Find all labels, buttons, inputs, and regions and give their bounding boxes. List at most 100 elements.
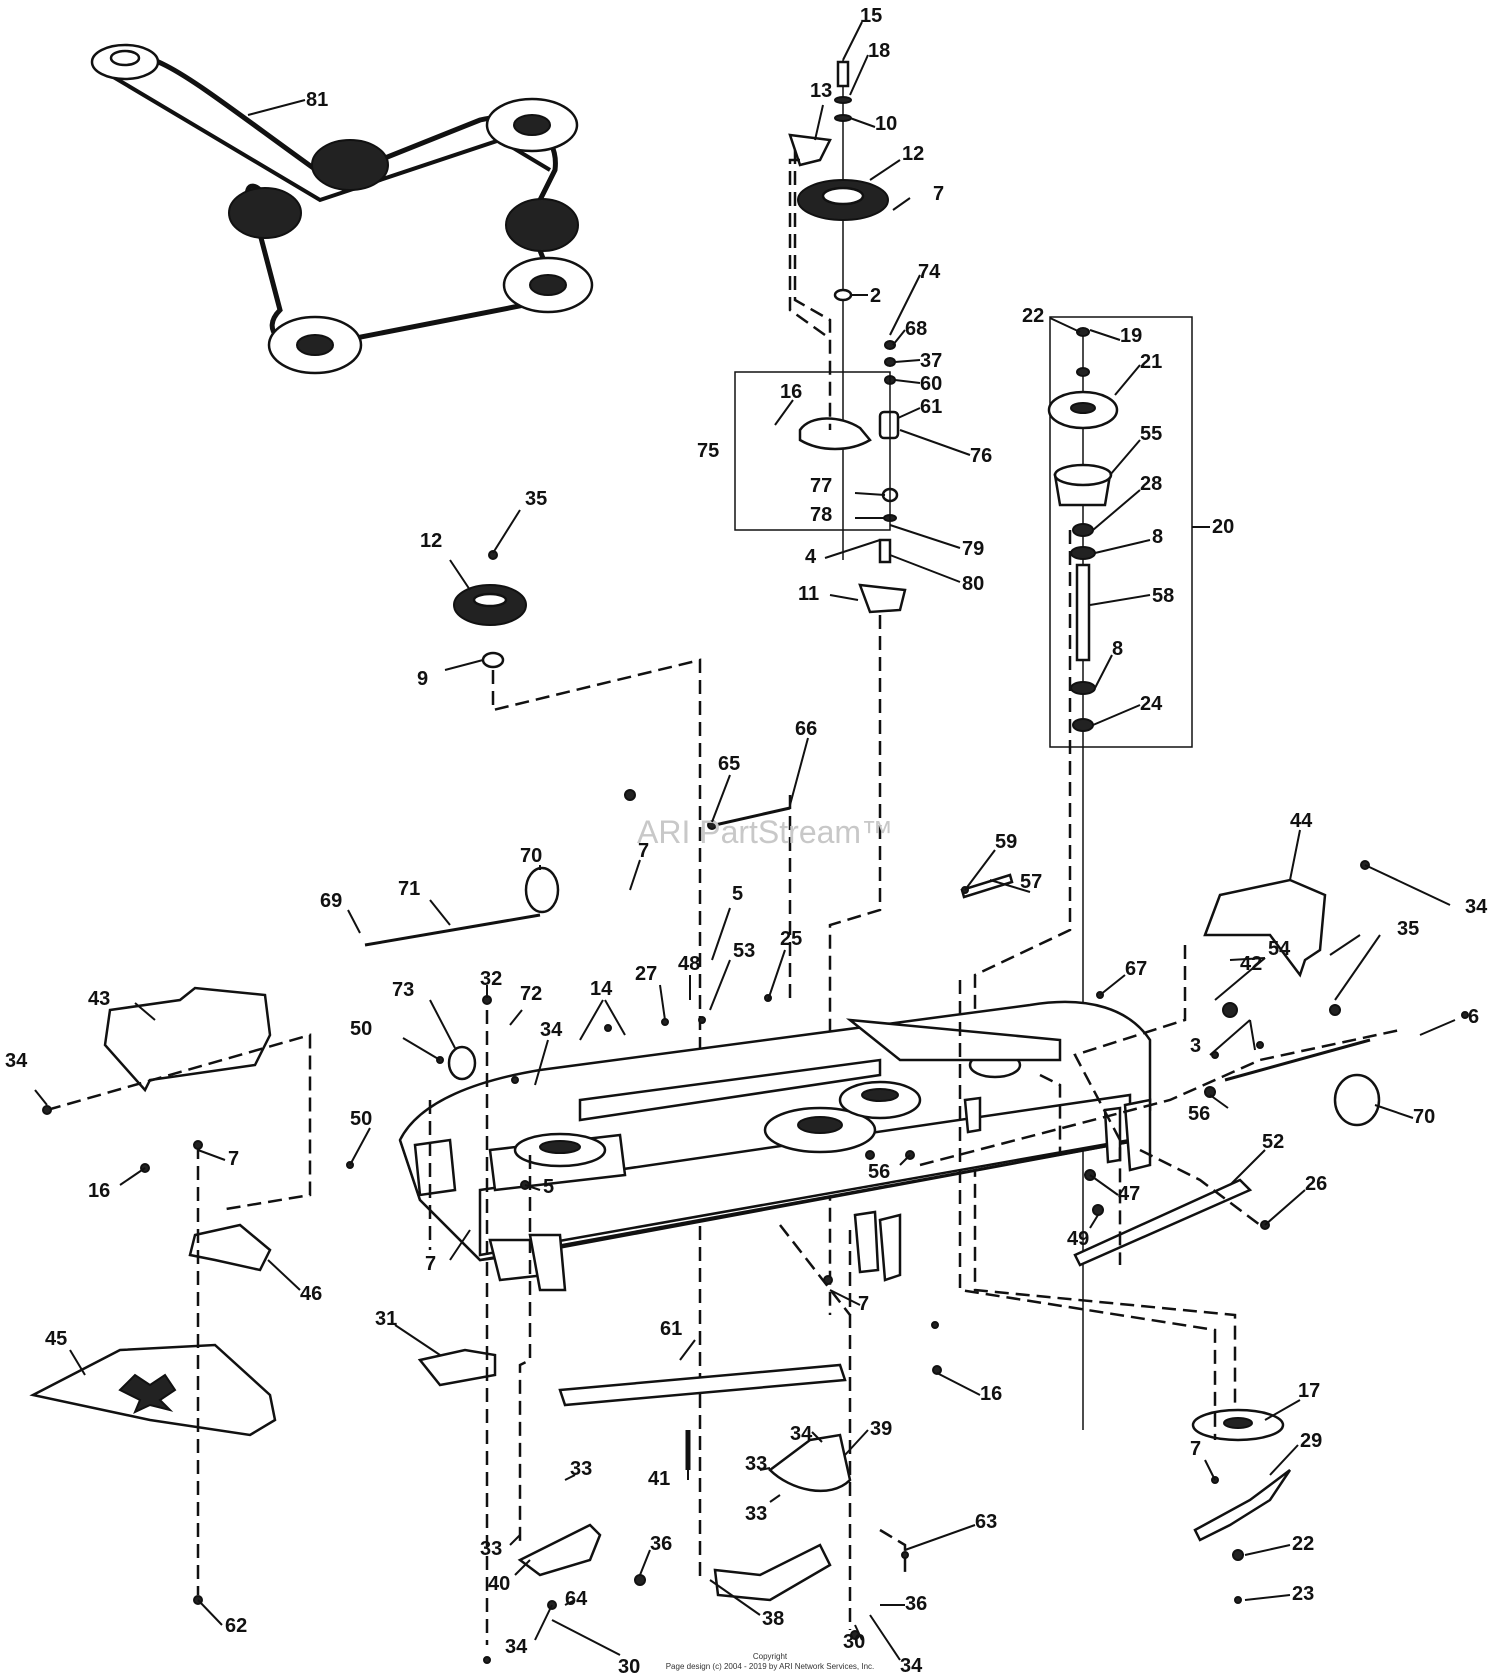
baffle-31-icon xyxy=(417,1348,497,1387)
callout-70b: 70 xyxy=(1413,1106,1435,1128)
left-idler-group xyxy=(453,550,702,1580)
bolt-icon xyxy=(836,60,850,88)
callout-54: 54 xyxy=(1268,938,1291,960)
callout-7b: 7 xyxy=(638,840,649,862)
callout-24: 24 xyxy=(1140,693,1163,715)
bracket-icon xyxy=(788,133,832,167)
callout-22b: 22 xyxy=(1292,1533,1314,1555)
callout-57: 57 xyxy=(1020,871,1042,893)
bracket-52-icon xyxy=(1073,1178,1253,1267)
callout-8: 8 xyxy=(1152,526,1163,548)
callout-53: 53 xyxy=(733,940,755,962)
callout-42: 42 xyxy=(1240,953,1262,975)
callout-77: 77 xyxy=(810,475,832,497)
callout-34e: 34 xyxy=(505,1636,528,1658)
callout-69: 69 xyxy=(320,890,342,912)
callout-9: 9 xyxy=(417,668,428,690)
callout-7e: 7 xyxy=(858,1293,869,1315)
idler-arm-stack xyxy=(734,60,907,1315)
baffle-61-icon xyxy=(558,1363,847,1407)
callout-40: 40 xyxy=(488,1573,510,1595)
callout-33d: 33 xyxy=(480,1538,502,1560)
callout-7c: 7 xyxy=(228,1148,239,1170)
callout-32: 32 xyxy=(480,968,502,990)
callout-14: 14 xyxy=(590,978,613,1000)
callout-33: 33 xyxy=(745,1453,767,1475)
callout-56: 56 xyxy=(1188,1103,1210,1125)
callout-39: 39 xyxy=(870,1418,892,1440)
callout-15: 15 xyxy=(860,5,882,27)
callout-2: 2 xyxy=(870,285,881,307)
callout-5: 5 xyxy=(732,883,743,905)
callout-7: 7 xyxy=(933,183,944,205)
callout-16c: 16 xyxy=(980,1383,1002,1405)
spindle-shaft-icon xyxy=(1075,563,1091,662)
callout-28: 28 xyxy=(1140,473,1162,495)
callout-22: 22 xyxy=(1022,305,1044,327)
callout-16b: 16 xyxy=(88,1180,110,1202)
callout-46: 46 xyxy=(300,1283,322,1305)
callout-10: 10 xyxy=(875,113,897,135)
callout-6: 6 xyxy=(1468,1006,1479,1028)
callout-66: 66 xyxy=(795,718,817,740)
callout-35: 35 xyxy=(525,488,547,510)
gauge-wheel-73-icon xyxy=(447,1045,477,1081)
idler-arm-icon xyxy=(798,417,872,451)
callout-19: 19 xyxy=(1120,325,1142,347)
mower-deck-shell xyxy=(398,1000,1152,1292)
callout-68: 68 xyxy=(905,318,927,340)
idler-pulley-icon xyxy=(311,139,389,191)
callout-62: 62 xyxy=(225,1615,247,1637)
callout-7f: 7 xyxy=(1190,1438,1201,1460)
callout-56b: 56 xyxy=(868,1161,890,1183)
callout-60: 60 xyxy=(920,373,942,395)
part-callouts: 81 15 18 13 10 12 7 2 74 68 37 60 61 16 … xyxy=(5,5,1488,1678)
callout-80: 80 xyxy=(962,573,984,595)
callout-81: 81 xyxy=(306,89,328,111)
assembly-leader-lines xyxy=(46,795,1401,1645)
callout-26: 26 xyxy=(1305,1173,1327,1195)
callout-34c: 34 xyxy=(540,1019,563,1041)
callout-76: 76 xyxy=(970,445,992,467)
callout-43: 43 xyxy=(88,988,110,1010)
spindle-assembly xyxy=(973,316,1237,1430)
callout-50: 50 xyxy=(350,1018,372,1040)
watermark: ARI PartStream™ xyxy=(637,814,893,850)
callout-4: 4 xyxy=(805,546,817,568)
callout-16: 16 xyxy=(780,381,802,403)
callout-78: 78 xyxy=(810,504,832,526)
callout-34f: 34 xyxy=(900,1655,923,1677)
callout-27: 27 xyxy=(635,963,657,985)
baffle-39-icon xyxy=(768,1433,852,1493)
gauge-wheel-70-icon xyxy=(1333,1073,1381,1127)
callout-79: 79 xyxy=(962,538,984,560)
callout-35b: 35 xyxy=(1397,918,1419,940)
callout-52: 52 xyxy=(1262,1131,1284,1153)
spring-57-icon xyxy=(960,873,1014,899)
callout-33b: 33 xyxy=(745,1503,767,1525)
callout-50b: 50 xyxy=(350,1108,372,1130)
callout-61b: 61 xyxy=(660,1318,682,1340)
callout-73: 73 xyxy=(392,979,414,1001)
callout-34: 34 xyxy=(1465,896,1488,918)
callout-18: 18 xyxy=(868,40,890,62)
callout-74: 74 xyxy=(918,261,941,283)
callout-8b: 8 xyxy=(1112,638,1123,660)
callout-29: 29 xyxy=(1300,1430,1322,1452)
callout-11: 11 xyxy=(798,583,819,605)
callout-67: 67 xyxy=(1125,958,1147,980)
group-bracket-75 xyxy=(734,371,891,531)
callout-36: 36 xyxy=(650,1533,672,1555)
callout-38: 38 xyxy=(762,1608,784,1630)
callout-61: 61 xyxy=(920,396,942,418)
callout-47: 47 xyxy=(1118,1183,1140,1205)
callout-45: 45 xyxy=(45,1328,67,1350)
callout-34b: 34 xyxy=(5,1050,28,1072)
callout-48: 48 xyxy=(678,953,700,975)
callout-36b: 36 xyxy=(905,1593,927,1615)
idler-pulley-icon xyxy=(228,187,302,239)
callout-3: 3 xyxy=(1190,1035,1201,1057)
callout-13: 13 xyxy=(810,80,832,102)
idler-pulley-icon xyxy=(505,198,579,252)
